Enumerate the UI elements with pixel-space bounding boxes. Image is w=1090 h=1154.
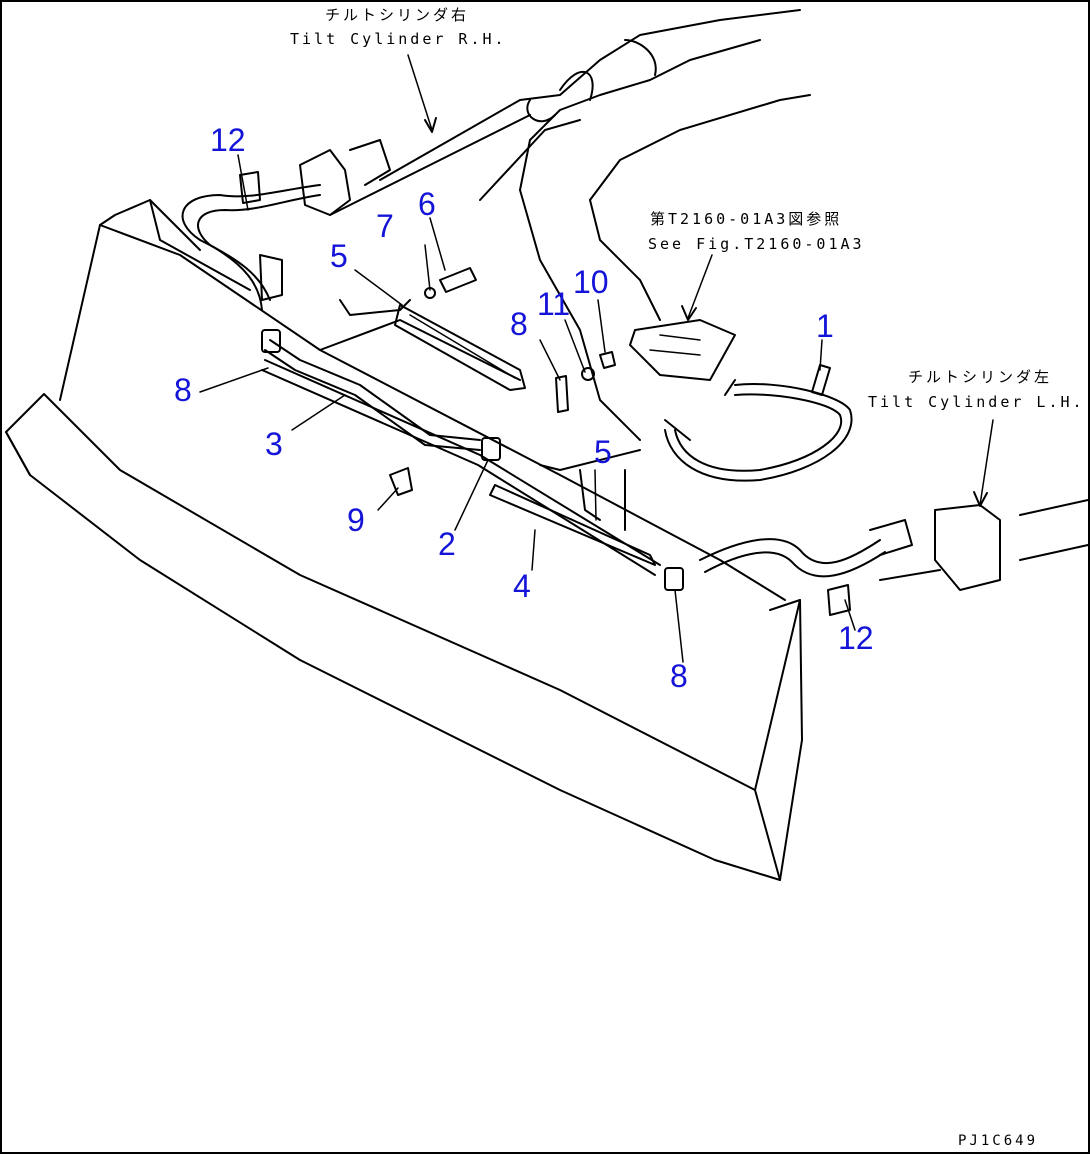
callout-5-upper: 5: [330, 238, 348, 274]
callout-8-left: 8: [174, 372, 192, 408]
tilt-cylinder-lh-label-en: Tilt Cylinder L.H.: [868, 393, 1085, 411]
hoses-12-lh: [699, 499, 1089, 616]
see-fig-label-en: See Fig.T2160-01A3: [648, 235, 865, 253]
plate-5-upper: [394, 304, 526, 391]
callout-11: 11: [537, 286, 571, 322]
callout-6: 6: [418, 186, 436, 222]
callout-12-lh: 12: [838, 620, 874, 656]
leader-lines: [199, 154, 856, 663]
tube-3: [264, 339, 481, 451]
drawing-code: PJ1C649: [958, 1133, 1039, 1149]
callout-5-lower: 5: [594, 434, 612, 470]
hoses-12-rh: [181, 139, 391, 311]
hoses-1: [664, 364, 853, 482]
callout-12-rh: 12: [210, 122, 246, 158]
callout-1: 1: [816, 308, 834, 344]
plate-5-lower: [489, 484, 656, 566]
callout-7: 7: [376, 208, 394, 244]
tilt-cylinder-rh-label-jp: チルトシリンダ右: [325, 6, 470, 24]
callout-2: 2: [438, 526, 456, 562]
tilt-cylinder-rh-label-en: Tilt Cylinder R.H.: [290, 30, 507, 48]
tilt-cylinder-lh-label-jp: チルトシリンダ左: [908, 368, 1053, 386]
reference-arrows: [407, 54, 994, 507]
push-arm-frame: [319, 9, 811, 531]
clamps: [261, 329, 684, 591]
callout-8-bracket: 8: [510, 306, 528, 342]
small-parts: [389, 267, 616, 496]
callout-4: 4: [513, 568, 531, 604]
callout-10: 10: [573, 264, 609, 300]
callout-3: 3: [265, 426, 283, 462]
see-fig-label-jp: 第T2160-01A3図参照: [650, 210, 843, 228]
referenced-valve-block: [629, 319, 736, 381]
callout-8-right: 8: [670, 658, 688, 694]
dozer-blade: [5, 199, 803, 881]
callout-9: 9: [347, 502, 365, 538]
